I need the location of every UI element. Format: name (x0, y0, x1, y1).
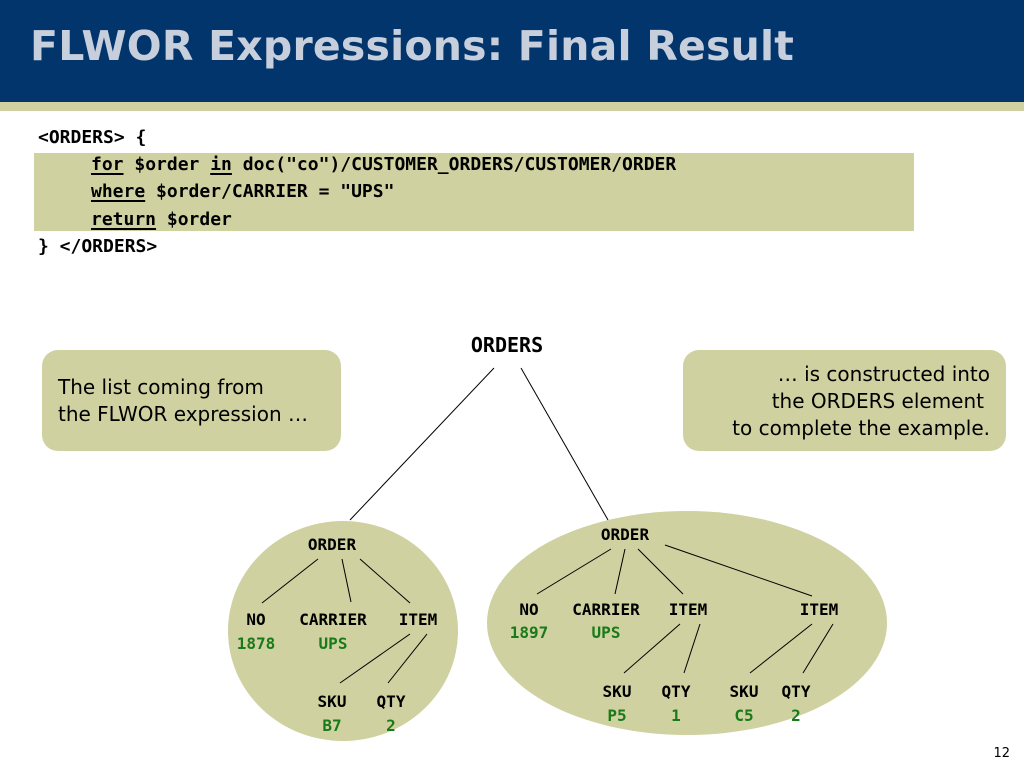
order1-no-label: NO (246, 610, 265, 629)
right-note-line2: the ORDERS element (771, 389, 984, 413)
root-orders-label: ORDERS (471, 333, 543, 357)
slide-number: 12 (993, 746, 1010, 761)
keyword-for: for (91, 154, 124, 175)
edge-root-order1 (349, 367, 495, 521)
right-note: … is constructed into the ORDERS element… (683, 350, 1006, 451)
slide-title: FLWOR Expressions: Final Result (30, 22, 795, 70)
code-for-rest: $order (123, 154, 211, 175)
order2-ellipse (487, 511, 887, 735)
order2-sku2-label: SKU (730, 682, 759, 701)
keyword-in: in (210, 154, 232, 175)
edge-item2a-sku (623, 623, 681, 674)
edge-order1-no (261, 558, 319, 604)
title-bar (0, 0, 1024, 102)
edge-order2-item1 (637, 548, 684, 595)
code-in-rest: doc("co")/CUSTOMER_ORDERS/CUSTOMER/ORDER (231, 154, 677, 175)
left-note-line1: The list coming from (58, 375, 264, 399)
edge-order2-item2 (664, 544, 813, 597)
code-line-open: <ORDERS> { (38, 127, 147, 148)
right-note-line3: to complete the example. (732, 416, 990, 440)
order2-no-label: NO (519, 600, 538, 619)
edge-root-order2 (520, 367, 609, 521)
order1-no-value: 1878 (237, 634, 276, 653)
code-return-rest: $order (156, 209, 232, 230)
edge-order2-no (536, 548, 612, 595)
order1-ellipse (228, 521, 458, 741)
order2-sku2-value: C5 (734, 706, 753, 725)
order1-sku-label: SKU (318, 692, 347, 711)
order2-label: ORDER (601, 525, 650, 544)
edge-item1-sku (339, 633, 411, 684)
edge-order2-carrier (614, 548, 626, 595)
keyword-where: where (91, 181, 146, 202)
code-line-close: } </ORDERS> (38, 236, 158, 257)
edge-item2b-qty (802, 623, 834, 674)
order1-qty-label: QTY (377, 692, 406, 711)
order2-sku1-label: SKU (603, 682, 632, 701)
order1-sku-value: B7 (322, 716, 341, 735)
edge-item2b-sku (749, 623, 813, 674)
order2-item1-label: ITEM (669, 600, 708, 619)
code-line-return: return $order (91, 209, 232, 231)
order2-carrier-value: UPS (592, 623, 621, 642)
right-note-line1: … is constructed into (777, 362, 990, 386)
order2-item2-label: ITEM (800, 600, 839, 619)
edge-order1-item (359, 558, 411, 604)
order2-no-value: 1897 (510, 623, 549, 642)
code-line-where: where $order/CARRIER = "UPS" (91, 181, 394, 203)
title-rule (0, 102, 1024, 111)
code-highlight (34, 153, 914, 231)
left-note: The list coming from the FLWOR expressio… (42, 350, 341, 451)
order1-carrier-value: UPS (319, 634, 348, 653)
order2-sku1-value: P5 (607, 706, 626, 725)
order2-qty1-label: QTY (662, 682, 691, 701)
order2-qty1-value: 1 (671, 706, 681, 725)
edge-order1-carrier (341, 558, 352, 603)
order1-item-label: ITEM (399, 610, 438, 629)
order1-carrier-label: CARRIER (299, 610, 367, 629)
edge-item1-qty (387, 633, 428, 684)
order1-qty-value: 2 (386, 716, 396, 735)
keyword-return: return (91, 209, 157, 230)
order1-label: ORDER (308, 535, 357, 554)
order2-carrier-label: CARRIER (572, 600, 640, 619)
order2-qty2-value: 2 (791, 706, 801, 725)
order2-qty2-label: QTY (782, 682, 811, 701)
left-note-line2: the FLWOR expression … (58, 402, 308, 426)
code-where-rest: $order/CARRIER = "UPS" (145, 181, 395, 202)
edge-item2a-qty (683, 623, 701, 674)
code-line-for: for $order in doc("co")/CUSTOMER_ORDERS/… (91, 154, 676, 176)
